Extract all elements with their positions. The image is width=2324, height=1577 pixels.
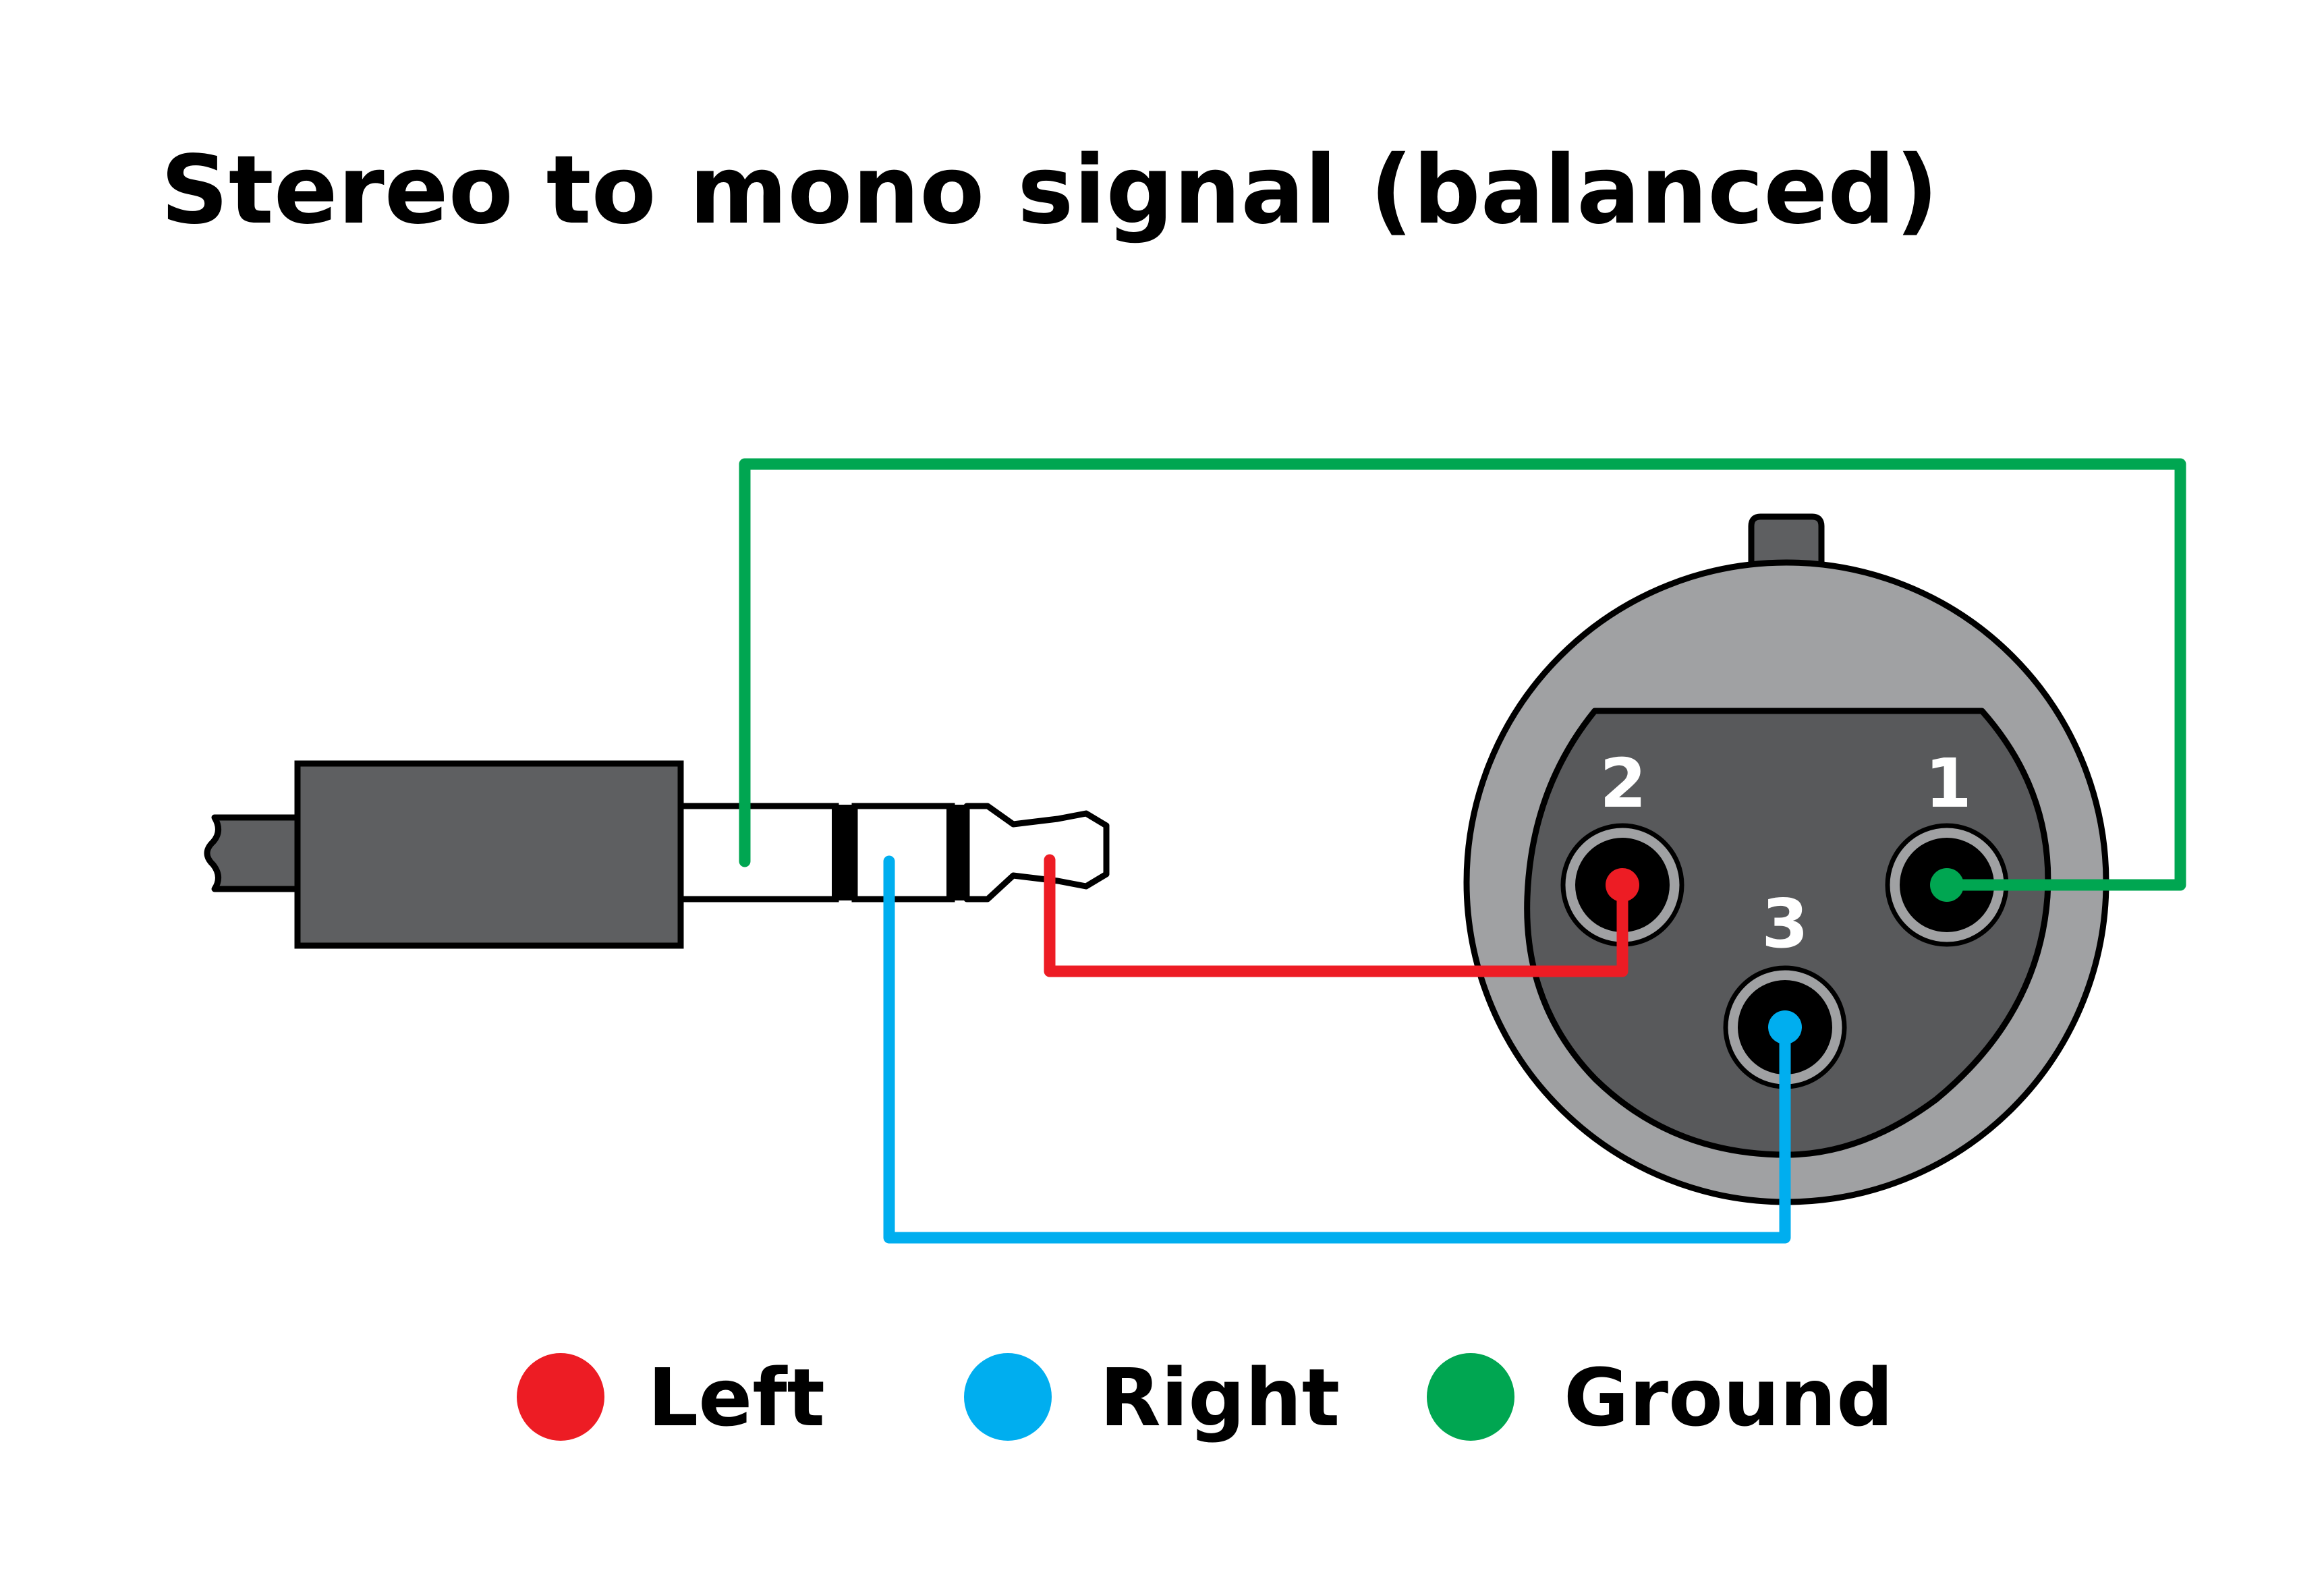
legend-item-right: Right — [964, 1351, 1340, 1444]
legend-swatch-ground — [1427, 1353, 1514, 1441]
ground-wire-end-dot — [1930, 868, 1964, 902]
jack-insulator-2 — [946, 805, 968, 900]
legend-label-ground: Ground — [1564, 1351, 1894, 1444]
jack-handle — [294, 760, 684, 949]
right-wire-end-dot — [1768, 1010, 1802, 1044]
jack-tip — [963, 803, 1110, 902]
legend-label-right: Right — [1100, 1351, 1340, 1444]
legend: Left Right Ground — [517, 1351, 1894, 1444]
right-wire — [883, 855, 1791, 1244]
pin-3-label: 3 — [1761, 884, 1809, 963]
jack-ring — [851, 803, 955, 902]
ground-wire — [739, 458, 2186, 891]
legend-swatch-left — [517, 1353, 604, 1441]
legend-swatch-right — [964, 1353, 1052, 1441]
jack-insulator-1 — [832, 805, 856, 900]
left-wire-end-dot — [1606, 868, 1639, 902]
left-wire — [1044, 854, 1628, 977]
pin-2-label: 2 — [1599, 744, 1647, 823]
pin-1-label: 1 — [1925, 744, 1972, 823]
legend-label-left: Left — [648, 1351, 825, 1444]
legend-item-ground: Ground — [1427, 1351, 1894, 1444]
jack-sleeve — [677, 803, 839, 902]
diagram-title: Stereo to mono signal (balanced) — [161, 136, 1938, 246]
legend-item-left: Left — [517, 1351, 825, 1444]
jack-cable — [204, 814, 304, 892]
trs-jack-plug — [204, 760, 1110, 949]
